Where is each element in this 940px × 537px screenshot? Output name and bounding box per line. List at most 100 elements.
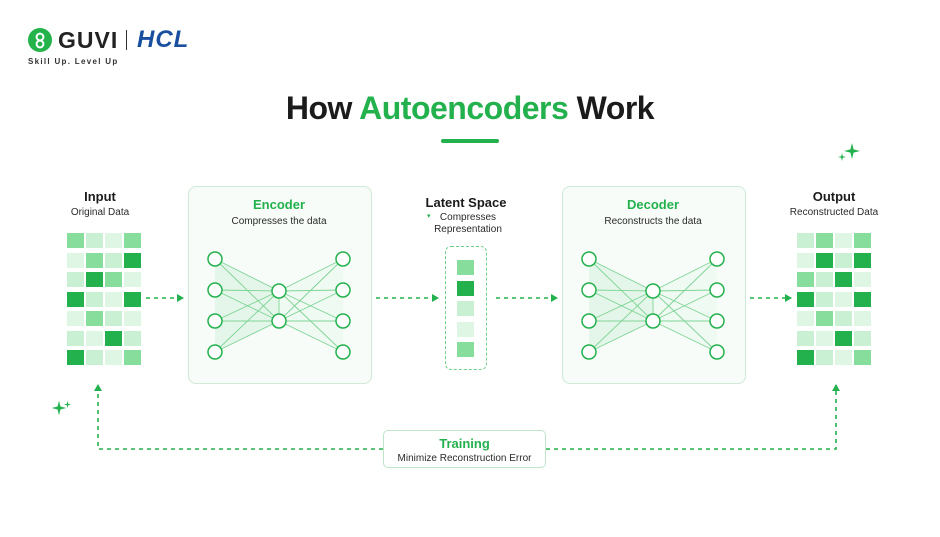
connection-line: [214, 290, 280, 322]
data-cell: [67, 311, 84, 326]
data-cell: [124, 272, 141, 287]
connection-line: [214, 289, 280, 292]
data-cell: [124, 350, 141, 365]
connections: [588, 258, 718, 353]
data-cell: [67, 291, 84, 307]
neuron: [207, 251, 223, 267]
data-cell: [835, 252, 852, 268]
data-cell: [816, 272, 833, 287]
data-cell: [67, 350, 84, 365]
data-cell: [816, 330, 833, 346]
connection-line: [588, 289, 654, 292]
data-cell: [816, 311, 833, 326]
training-sublabel: Minimize Reconstruction Error: [397, 453, 532, 464]
output-label: Output: [812, 189, 856, 204]
data-cell: [124, 330, 141, 346]
latent-sublabel-line1: Compresses: [439, 212, 497, 223]
neuron: [709, 251, 725, 267]
sparkle-icon: [844, 143, 860, 159]
data-cell: [67, 330, 84, 346]
decoder-label: Decoder: [626, 197, 680, 212]
data-cell: [124, 252, 141, 268]
connection-line: [214, 258, 280, 322]
data-cell: [797, 233, 814, 248]
data-cell: [105, 350, 122, 365]
data-cell: [854, 330, 871, 346]
sparkle-icon: [64, 401, 71, 408]
data-cell: [854, 233, 871, 248]
data-cell: [124, 233, 141, 248]
output-sublabel: Reconstructed Data: [789, 207, 879, 218]
connection-line: [278, 290, 344, 322]
connection-line: [652, 258, 718, 292]
arrow-up-icon: [94, 384, 383, 450]
data-cell: [835, 311, 852, 326]
data-cell: [105, 272, 122, 287]
data-cell: [86, 252, 103, 268]
data-cell: [835, 272, 852, 287]
page-title: How Autoencoders Work: [0, 90, 940, 127]
connection-line: [278, 258, 344, 292]
neuron: [207, 313, 223, 329]
neuron: [709, 282, 725, 298]
brand-name: GUVI: [58, 27, 119, 53]
neuron: [581, 282, 597, 298]
data-cell: [67, 272, 84, 287]
data-cell: [797, 350, 814, 365]
data-cell: [124, 311, 141, 326]
neuron: [645, 283, 661, 299]
neuron: [581, 344, 597, 360]
data-cell: [854, 272, 871, 287]
connection-line: [652, 289, 718, 292]
encoder-sublabel: Compresses the data: [231, 216, 327, 227]
data-cell: [67, 233, 84, 248]
data-cell: [854, 252, 871, 268]
data-cell: [816, 350, 833, 365]
connection-line: [588, 320, 654, 353]
connection-line: [278, 290, 344, 353]
title-accent: Autoencoders: [359, 90, 569, 126]
connection-line: [278, 289, 344, 292]
partner-logo: HCL: [137, 26, 190, 53]
latent-cell: [457, 342, 474, 357]
data-cell: [797, 330, 814, 346]
connection-line: [588, 290, 654, 322]
data-cell: [105, 233, 122, 248]
connection-line: [652, 258, 718, 322]
input-data-grid: [67, 233, 141, 368]
connection-line: [652, 290, 718, 353]
neuron: [335, 251, 351, 267]
title-suffix: Work: [568, 90, 655, 126]
data-cell: [67, 252, 84, 268]
latent-cell: [457, 280, 474, 296]
data-cell: [105, 252, 122, 268]
connection-line: [214, 258, 280, 292]
data-cell: [835, 291, 852, 307]
neuron: [581, 251, 597, 267]
neuron: [709, 344, 725, 360]
connection-line: [278, 258, 344, 322]
data-cell: [835, 233, 852, 248]
data-cell: [86, 233, 103, 248]
connection-line: [588, 289, 654, 322]
neuron: [709, 313, 725, 329]
sparkle-icon: [51, 400, 67, 416]
connection-line: [652, 289, 718, 322]
connection-line: [588, 258, 654, 322]
data-cell: [854, 350, 871, 365]
data-cell: [86, 272, 103, 287]
latent-cell: [457, 321, 474, 337]
bullet-icon: ▾: [427, 213, 431, 220]
data-cell: [105, 291, 122, 307]
output-data-grid: [797, 233, 871, 368]
neuron: [335, 344, 351, 360]
connection-line: [278, 289, 344, 322]
data-cell: [797, 272, 814, 287]
data-cell: [797, 252, 814, 268]
neuron: [335, 313, 351, 329]
training-box: [383, 430, 546, 468]
neuron: [271, 283, 287, 299]
connection-line: [214, 289, 280, 322]
input-label: Input: [84, 189, 116, 204]
